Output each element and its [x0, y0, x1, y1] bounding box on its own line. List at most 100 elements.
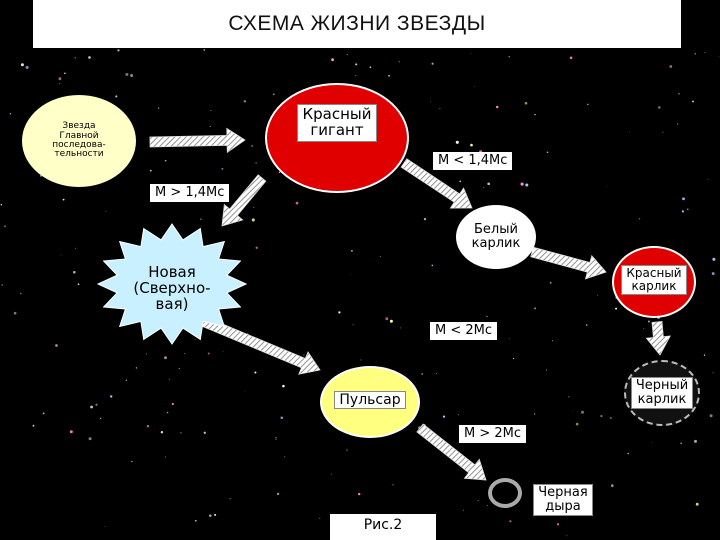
- star-dot: [597, 294, 599, 296]
- star-dot: [25, 65, 29, 69]
- star-dot: [338, 311, 341, 314]
- star-dot: [568, 396, 570, 398]
- star-dot: [303, 354, 305, 356]
- star-dot: [569, 56, 573, 60]
- star-dot: [284, 456, 286, 458]
- nova-label-wrap: Новая (Сверхно- вая): [96, 222, 248, 346]
- star-dot: [693, 439, 698, 443]
- star-dot: [512, 357, 515, 360]
- star-dot: [203, 431, 206, 434]
- star-dot: [423, 217, 427, 221]
- star-dot: [209, 514, 212, 517]
- star-dot: [566, 535, 568, 537]
- star-dot: [203, 49, 206, 51]
- star-dot: [436, 373, 438, 374]
- star-dot: [60, 254, 62, 256]
- star-dot: [20, 63, 24, 67]
- star-dot: [643, 328, 645, 329]
- arrow-giant-to-white-dwarf: [400, 158, 473, 209]
- black-hole-ring: [488, 478, 522, 508]
- star-dot: [718, 56, 720, 58]
- star-dot: [64, 72, 66, 75]
- star-dot: [254, 371, 257, 374]
- star-dot: [534, 307, 537, 310]
- star-dot: [194, 519, 197, 522]
- star-dot: [95, 403, 98, 406]
- star-dot: [77, 283, 80, 286]
- star-dot: [275, 438, 277, 440]
- star-dot: [658, 106, 661, 109]
- star-dot: [524, 101, 528, 105]
- star-dot: [209, 125, 211, 127]
- star-dot: [184, 353, 186, 355]
- star-dot: [652, 442, 653, 443]
- star-dot: [222, 351, 224, 352]
- star-dot: [319, 517, 321, 519]
- star-dot: [709, 414, 713, 418]
- star-dot: [214, 513, 217, 516]
- star-dot: [171, 402, 174, 406]
- star-dot: [109, 395, 113, 398]
- star-dot: [355, 74, 357, 77]
- star-dot: [392, 484, 394, 486]
- star-dot: [73, 270, 76, 274]
- star-dot: [712, 257, 716, 261]
- star-dot: [178, 367, 180, 370]
- star-dot: [105, 210, 107, 212]
- star-dot: [389, 319, 393, 323]
- star-dot: [534, 413, 536, 415]
- star-dot: [477, 499, 479, 501]
- star-dot: [385, 317, 389, 321]
- star-dot: [331, 58, 335, 62]
- star-dot: [430, 101, 432, 103]
- star-dot: [160, 431, 164, 434]
- star-dot: [615, 307, 618, 310]
- star-dot: [431, 264, 434, 267]
- star-dot: [74, 57, 76, 59]
- red-dwarf-star: Красный карлик: [612, 246, 696, 318]
- star-dot: [545, 369, 547, 371]
- star-dot: [125, 379, 127, 381]
- star-dot: [276, 492, 280, 496]
- star-dot: [115, 95, 118, 98]
- star-dot: [442, 415, 446, 418]
- star-dot: [42, 412, 45, 415]
- star-dot: [629, 131, 630, 133]
- star-dot: [520, 182, 524, 186]
- star-dot: [350, 274, 352, 276]
- star-dot: [255, 246, 258, 249]
- star-dot: [58, 77, 62, 81]
- star-dot: [703, 354, 706, 356]
- star-dot: [662, 131, 664, 133]
- star-dot: [346, 54, 348, 56]
- star-dot: [180, 432, 182, 434]
- arrow-giant-to-nova: [221, 174, 267, 227]
- star-dot: [400, 327, 402, 329]
- star-dot: [470, 143, 473, 147]
- pulsar-label: Пульсар: [334, 390, 406, 410]
- star-dot: [369, 66, 372, 69]
- star-dot: [694, 52, 697, 55]
- nova-starburst: [96, 223, 248, 345]
- star-dot: [164, 159, 167, 162]
- star-dot: [346, 449, 348, 451]
- star-dot: [462, 509, 464, 511]
- star-dot: [486, 504, 488, 506]
- red-dwarf-label: Красный карлик: [621, 265, 687, 295]
- star-dot: [157, 107, 160, 109]
- star-dot: [32, 424, 35, 427]
- star-dot: [486, 315, 488, 317]
- star-dot: [253, 206, 255, 208]
- star-dot: [69, 430, 73, 434]
- star-dot: [534, 113, 536, 116]
- star-dot: [146, 353, 148, 355]
- star-dot: [90, 405, 94, 409]
- star-dot: [149, 169, 152, 172]
- star-dot: [487, 182, 491, 186]
- star-dot: [282, 384, 285, 388]
- star-dot: [581, 410, 584, 414]
- star-dot: [88, 56, 91, 59]
- star-dot: [495, 105, 499, 109]
- black-hole-label: Черная дыра: [533, 484, 593, 516]
